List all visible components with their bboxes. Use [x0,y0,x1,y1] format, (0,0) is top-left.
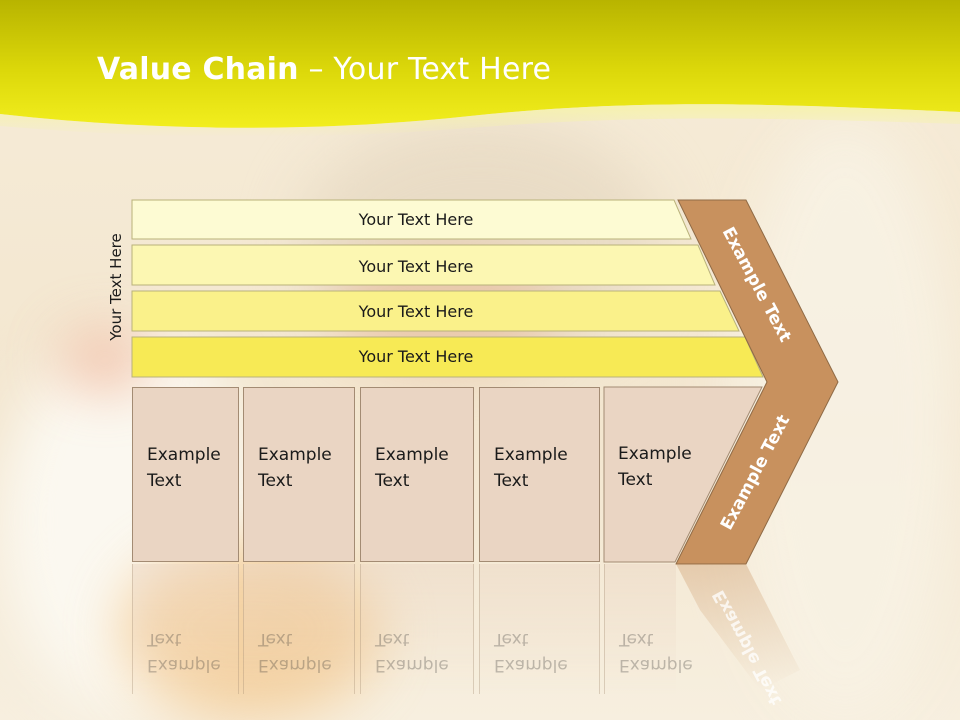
box-2-reflection-line1: Example [258,655,332,675]
box-1: Example Text [132,387,239,562]
bar-label-1: Your Text Here [358,210,474,229]
box-3-reflection-line1: Example [375,655,449,675]
box-3-reflection-text: Example Text [375,626,449,678]
background-blob [120,540,380,720]
bar-4 [131,336,764,378]
box-4-reflection-line2: Text [494,629,529,649]
box-2-reflection-line2: Text [258,629,293,649]
box-4-line2: Text [494,471,529,491]
box-1-reflection-line1: Example [147,655,221,675]
bar-1 [131,199,692,240]
header-band [0,0,960,137]
box-1-line1: Example [147,445,221,465]
box-4-text: Example Text [494,442,568,494]
box-5-reflection-line2: Text [619,629,654,649]
bar-3 [131,290,740,332]
box-2: Example Text [243,387,355,562]
title-rest: – Your Text Here [298,52,552,87]
bar-label-3: Your Text Here [358,302,474,321]
bar-2 [131,244,716,286]
box-1-text: Example Text [147,442,221,494]
box-1-line2: Text [147,471,182,491]
box-4-reflection-text: Example Text [494,626,568,678]
slide-title: Value Chain – Your Text Here [97,52,551,87]
box-2-reflection-text: Example Text [258,626,332,678]
box-3-line2: Text [375,471,410,491]
box-3-reflection-line2: Text [375,629,410,649]
box-2-line1: Example [258,445,332,465]
box-1-reflection-line2: Text [147,629,182,649]
box-5-line1: Example [618,444,692,464]
box-2-text: Example Text [258,442,332,494]
box-5-reflection-line1: Example [619,655,693,675]
box-5-reflection: Example Text [604,564,693,694]
box-1-reflection-text: Example Text [147,626,221,678]
box-5-line2: Text [618,470,653,490]
box-4-line1: Example [494,445,568,465]
box-3-text: Example Text [375,442,449,494]
box-3-reflection: Example Text [360,564,474,694]
box-4-reflection: Example Text [479,564,600,694]
bar-label-4: Your Text Here [358,347,474,366]
bar-label-2: Your Text Here [358,257,474,276]
box-5-reflection-text: Example Text [619,626,693,678]
box-5-text: Example Text [618,441,692,493]
box-2-reflection: Example Text [243,564,355,694]
box-3-line1: Example [375,445,449,465]
box-4: Example Text [479,387,600,562]
box-1-reflection: Example Text [132,564,239,694]
box-4-reflection-line1: Example [494,655,568,675]
box-2-line2: Text [258,471,293,491]
box-3: Example Text [360,387,474,562]
title-bold: Value Chain [97,52,299,87]
box-5-shape [603,386,763,563]
chevron-reflection [676,564,800,690]
